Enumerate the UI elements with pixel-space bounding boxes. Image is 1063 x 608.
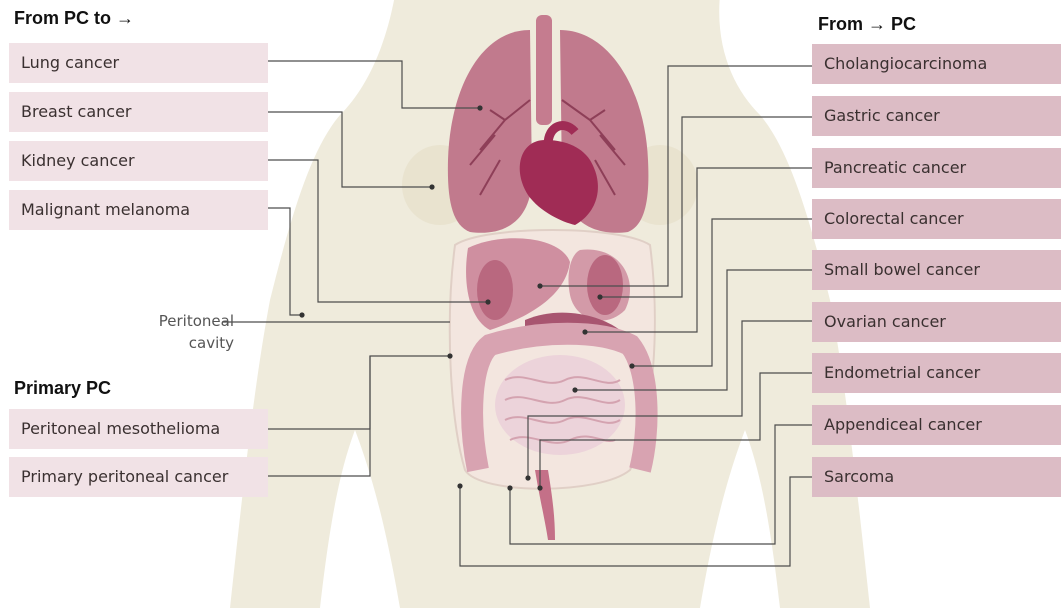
label-lung-cancer: Lung cancer — [9, 43, 268, 83]
label-peritoneal-cavity-line1: Peritoneal — [108, 310, 234, 332]
label-primary-peritoneal-cancer: Primary peritoneal cancer — [9, 457, 268, 497]
heading-from-pc-to: From PC to → — [14, 8, 134, 29]
kidney-left — [477, 260, 513, 320]
label-ovarian-cancer: Ovarian cancer — [812, 302, 1061, 342]
label-small-bowel-cancer: Small bowel cancer — [812, 250, 1061, 290]
label-malignant-melanoma: Malignant melanoma — [9, 190, 268, 230]
label-breast-cancer: Breast cancer — [9, 92, 268, 132]
heading-primary-pc: Primary PC — [14, 378, 111, 399]
label-pancreatic-cancer: Pancreatic cancer — [812, 148, 1061, 188]
label-peritoneal-mesothelioma: Peritoneal mesothelioma — [9, 409, 268, 449]
label-colorectal-cancer: Colorectal cancer — [812, 199, 1061, 239]
label-appendiceal-cancer: Appendiceal cancer — [812, 405, 1061, 445]
label-cholangiocarcinoma: Cholangiocarcinoma — [812, 44, 1061, 84]
trachea — [536, 15, 552, 125]
kidney-right — [587, 255, 623, 315]
label-peritoneal-cavity-line2: cavity — [108, 332, 234, 354]
label-sarcoma: Sarcoma — [812, 457, 1061, 497]
label-gastric-cancer: Gastric cancer — [812, 96, 1061, 136]
label-endometrial-cancer: Endometrial cancer — [812, 353, 1061, 393]
label-kidney-cancer: Kidney cancer — [9, 141, 268, 181]
label-peritoneal-cavity: Peritoneal cavity — [108, 310, 234, 354]
heading-from-to-pc: From → PC — [818, 14, 916, 35]
